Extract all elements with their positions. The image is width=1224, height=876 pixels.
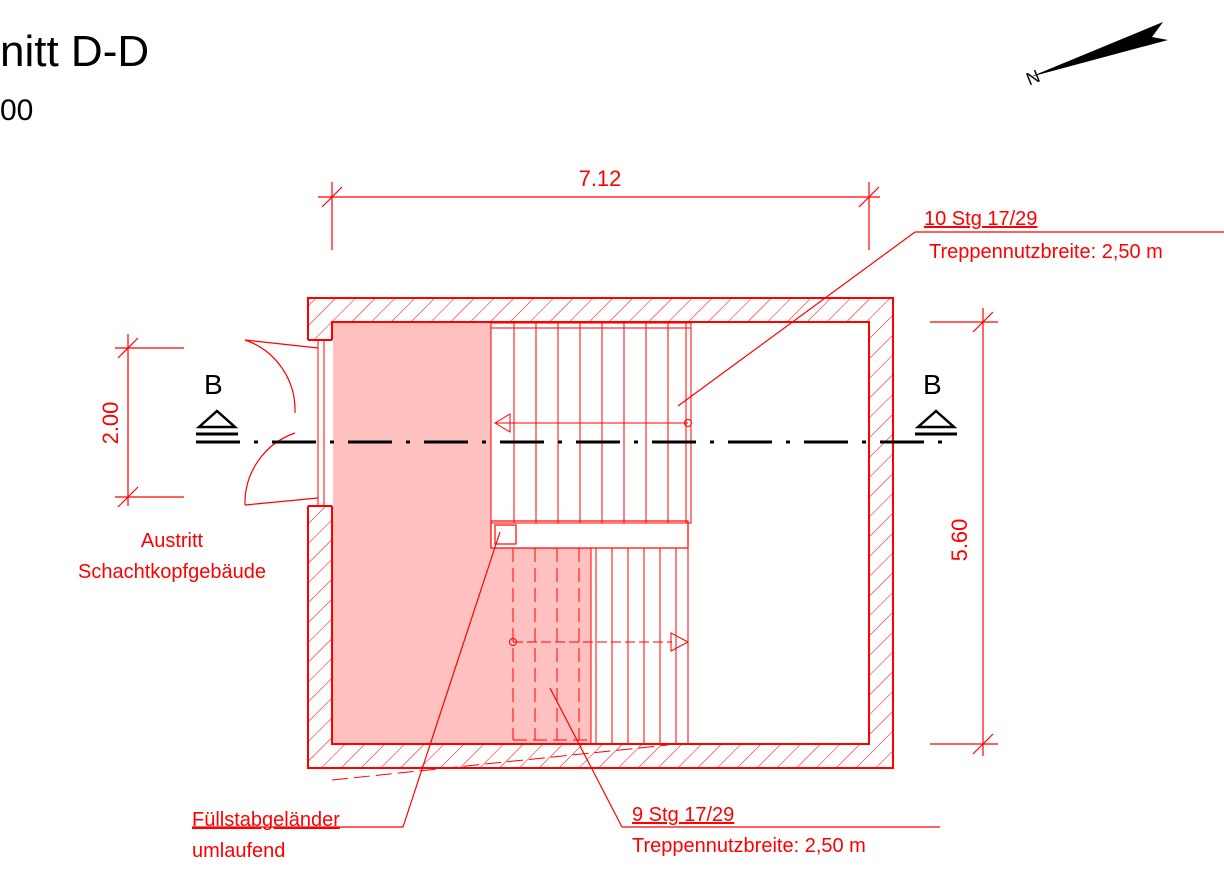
door-swing <box>244 339 319 506</box>
stair-upper-flight <box>490 322 692 524</box>
dimension-width <box>318 182 880 250</box>
drawing-title: nitt D-D <box>0 27 149 76</box>
drawing-scale: 00 <box>0 94 33 127</box>
dimension-door <box>115 334 184 508</box>
railing-label-line1: Füllstabgeländer <box>192 809 340 831</box>
stair-lower-steps-label: 9 Stg 17/29 <box>632 804 734 826</box>
stair-railing <box>490 520 689 549</box>
dimension-width-label: 7.12 <box>579 166 622 191</box>
exit-label-line2: Schachtkopfgebäude <box>78 561 266 583</box>
leader-stair-upper <box>677 231 1224 407</box>
stair-lower-flight <box>331 548 690 781</box>
dimension-height-label: 5.60 <box>947 519 972 562</box>
leader-stair-lower <box>549 687 940 828</box>
section-marker-right: B <box>923 369 942 400</box>
north-label: N <box>1023 66 1043 89</box>
stair-upper-width-label: Treppennutzbreite: 2,50 m <box>929 241 1163 263</box>
leader-railing <box>192 531 501 828</box>
stair-lower-width-label: Treppennutzbreite: 2,50 m <box>632 835 866 857</box>
section-marker-left: B <box>204 369 223 400</box>
section-line-b <box>195 409 958 444</box>
stair-upper-steps-label: 10 Stg 17/29 <box>924 208 1037 230</box>
exit-label-line1: Austritt <box>141 530 204 552</box>
dimension-door-label: 2.00 <box>98 402 123 445</box>
walls <box>307 297 894 769</box>
landing-area <box>333 323 591 743</box>
dimension-height <box>930 308 998 756</box>
railing-label-line2: umlaufend <box>192 840 285 862</box>
north-arrow-icon: N <box>1023 22 1168 89</box>
